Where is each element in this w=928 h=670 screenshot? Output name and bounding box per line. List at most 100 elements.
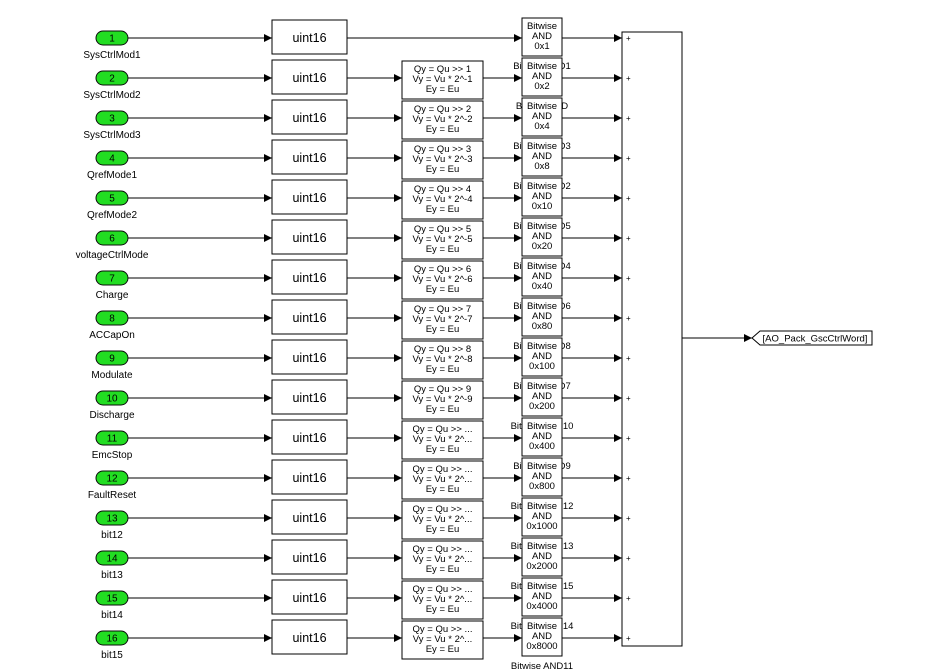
shift-box[interactable] [401, 620, 484, 660]
data-type-conversion-block[interactable]: uint16 [271, 219, 348, 255]
shift-arithmetic-block[interactable]: Qy = Qu >> 6Vy = Vu * 2^-6Ey = Eu [401, 260, 484, 300]
inport-shape[interactable] [95, 430, 129, 446]
conversion-box[interactable] [271, 259, 348, 295]
and-box[interactable] [521, 257, 563, 297]
inport-shape[interactable] [95, 150, 129, 166]
data-type-conversion-block[interactable]: uint16 [271, 139, 348, 175]
conversion-box[interactable] [271, 459, 348, 495]
and-box[interactable] [521, 337, 563, 377]
shift-arithmetic-block[interactable]: Qy = Qu >> 3Vy = Vu * 2^-3Ey = Eu [401, 140, 484, 180]
data-type-conversion-block[interactable]: uint16 [271, 539, 348, 575]
and-box[interactable] [521, 537, 563, 577]
data-type-conversion-block[interactable]: uint16 [271, 419, 348, 455]
shift-box[interactable] [401, 580, 484, 620]
goto-block[interactable]: [AO_Pack_GscCtrlWord] [751, 330, 873, 346]
conversion-box[interactable] [271, 19, 348, 55]
inport-shape[interactable] [95, 470, 129, 486]
data-type-conversion-block[interactable]: uint16 [271, 619, 348, 655]
shift-box[interactable] [401, 500, 484, 540]
shift-arithmetic-block[interactable]: Qy = Qu >> ...Vy = Vu * 2^...Ey = Eu [401, 420, 484, 460]
shift-box[interactable] [401, 340, 484, 380]
inport-shape[interactable] [95, 30, 129, 46]
data-type-conversion-block[interactable]: uint16 [271, 499, 348, 535]
inport-shape[interactable] [95, 350, 129, 366]
conversion-box[interactable] [271, 219, 348, 255]
and-box[interactable] [521, 17, 563, 57]
shift-arithmetic-block[interactable]: Qy = Qu >> 1Vy = Vu * 2^-1Ey = Eu [401, 60, 484, 100]
shift-arithmetic-block[interactable]: Qy = Qu >> ...Vy = Vu * 2^...Ey = Eu [401, 460, 484, 500]
shift-arithmetic-block[interactable]: Qy = Qu >> 2Vy = Vu * 2^-2Ey = Eu [401, 100, 484, 140]
goto-shape[interactable] [751, 330, 873, 346]
shift-arithmetic-block[interactable]: Qy = Qu >> 8Vy = Vu * 2^-8Ey = Eu [401, 340, 484, 380]
inport-shape[interactable] [95, 70, 129, 86]
shift-box[interactable] [401, 140, 484, 180]
and-box[interactable] [521, 97, 563, 137]
inport-shape[interactable] [95, 510, 129, 526]
inport-shape[interactable] [95, 270, 129, 286]
shift-box[interactable] [401, 220, 484, 260]
data-type-conversion-block[interactable]: uint16 [271, 459, 348, 495]
data-type-conversion-block[interactable]: uint16 [271, 579, 348, 615]
shift-box[interactable] [401, 540, 484, 580]
shift-box[interactable] [401, 100, 484, 140]
data-type-conversion-block[interactable]: uint16 [271, 379, 348, 415]
shift-box[interactable] [401, 460, 484, 500]
and-box[interactable] [521, 417, 563, 457]
inport-shape[interactable] [95, 310, 129, 326]
conversion-box[interactable] [271, 499, 348, 535]
conversion-box[interactable] [271, 619, 348, 655]
shift-arithmetic-block[interactable]: Qy = Qu >> 4Vy = Vu * 2^-4Ey = Eu [401, 180, 484, 220]
and-box[interactable] [521, 617, 563, 657]
conversion-box[interactable] [271, 379, 348, 415]
shift-box[interactable] [401, 380, 484, 420]
shift-arithmetic-block[interactable]: Qy = Qu >> 9Vy = Vu * 2^-9Ey = Eu [401, 380, 484, 420]
shift-box[interactable] [401, 260, 484, 300]
inport-shape[interactable] [95, 390, 129, 406]
conversion-box[interactable] [271, 179, 348, 215]
conversion-box[interactable] [271, 59, 348, 95]
shift-box[interactable] [401, 300, 484, 340]
conversion-box[interactable] [271, 579, 348, 615]
shift-box[interactable] [401, 180, 484, 220]
and-box[interactable] [521, 177, 563, 217]
sum-block[interactable]: ++++++++++++++++ [621, 31, 683, 647]
and-box[interactable] [521, 217, 563, 257]
conversion-box[interactable] [271, 339, 348, 375]
conversion-box[interactable] [271, 539, 348, 575]
inport-shape[interactable] [95, 190, 129, 206]
and-box[interactable] [521, 57, 563, 97]
conversion-box[interactable] [271, 299, 348, 335]
shift-arithmetic-block[interactable]: Qy = Qu >> 7Vy = Vu * 2^-7Ey = Eu [401, 300, 484, 340]
inport-shape[interactable] [95, 230, 129, 246]
bitwise-and-block[interactable]: BitwiseAND0x4Bitwise AND3 [513, 97, 571, 152]
conversion-box[interactable] [271, 99, 348, 135]
conversion-box[interactable] [271, 139, 348, 175]
conversion-box[interactable] [271, 419, 348, 455]
data-type-conversion-block[interactable]: uint16 [271, 339, 348, 375]
shift-arithmetic-block[interactable]: Qy = Qu >> ...Vy = Vu * 2^...Ey = Eu [401, 580, 484, 620]
shift-arithmetic-block[interactable]: Qy = Qu >> ...Vy = Vu * 2^...Ey = Eu [401, 500, 484, 540]
data-type-conversion-block[interactable]: uint16 [271, 299, 348, 335]
data-type-conversion-block[interactable]: uint16 [271, 19, 348, 55]
inport-shape[interactable] [95, 550, 129, 566]
shift-arithmetic-block[interactable]: Qy = Qu >> 5Vy = Vu * 2^-5Ey = Eu [401, 220, 484, 260]
inport-shape[interactable] [95, 630, 129, 646]
shift-box[interactable] [401, 60, 484, 100]
sum-box[interactable] [621, 31, 683, 647]
shift-box[interactable] [401, 420, 484, 460]
data-type-conversion-block[interactable]: uint16 [271, 179, 348, 215]
and-box[interactable] [521, 577, 563, 617]
